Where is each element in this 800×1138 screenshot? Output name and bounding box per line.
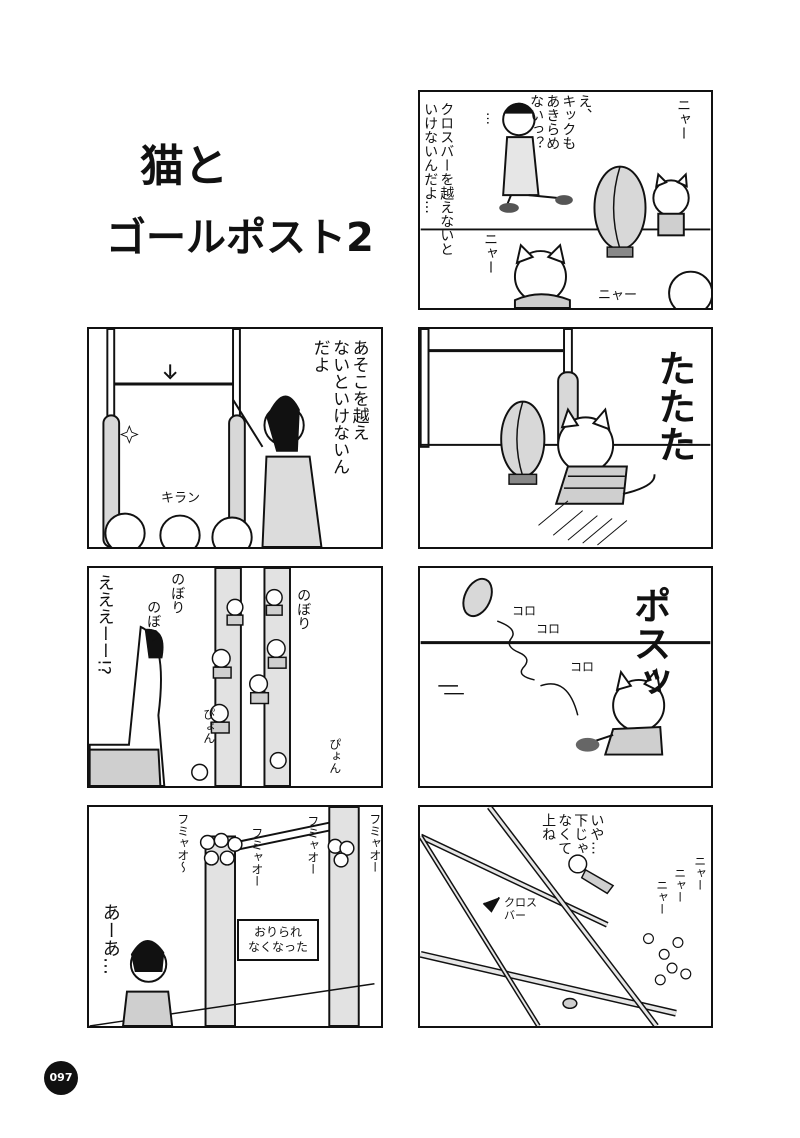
- panel-7-label: クロスバー: [504, 896, 537, 922]
- panel-5: ポスッ コロ コロ コロ: [418, 566, 713, 788]
- panel-2-sparkle-text: キラン: [161, 491, 201, 506]
- panel-4-climb-1: のぼり: [169, 572, 186, 614]
- panel-2: あそこを越え ないといけないん だよ キラン: [87, 327, 383, 549]
- panel-3: たたた: [418, 327, 713, 549]
- chapter-title-line2: ゴールポスト2: [106, 215, 374, 261]
- panel-6-cry-1: フミャオー: [249, 827, 264, 887]
- panel-7: いや… 下じゃ なくて 上ね ニャー ニャー ニャー クロスバー: [418, 805, 713, 1028]
- panel-2-bubble-text: あそこを越え ないといけないん だよ: [309, 339, 369, 475]
- panel-1-art: [420, 102, 711, 308]
- chapter-title-line1: 猫と: [140, 141, 228, 192]
- panel-4-exclaim: えええーー!?: [93, 574, 114, 675]
- page-number: 097: [44, 1061, 78, 1095]
- panel-4-hop-1: ぴょん: [201, 708, 216, 744]
- panel-7-meow-1: ニャー: [692, 855, 707, 891]
- panel-1-bubble-text: え、 キックも あきらめ ないっ？: [528, 94, 593, 150]
- panel-7-bubble-text: いや… 下じゃ なくて 上ね: [540, 813, 605, 855]
- panel-6: フミャオー フミャオー フミャオ〜 フミャオー おりられなくなった あーあ…: [87, 805, 383, 1028]
- panel-4: のぼり のぼり のぼり ぴょん ぴょん えええーー!?: [87, 566, 383, 788]
- panel-7-meow-3: ニャー: [654, 879, 669, 915]
- panel-1-meow-3: ニャー: [598, 288, 638, 303]
- panel-1-meow-1: ニャー: [675, 98, 692, 140]
- panel-6-cry-3: フミャオ〜: [175, 813, 190, 873]
- panel-2-art: [102, 329, 323, 547]
- panel-4-climb-2: のぼり: [145, 600, 162, 642]
- panel-3-sfx: たたた: [652, 349, 696, 463]
- panel-1: え、 キックも あきらめ ないっ？ … クロスバーを越えないと いけないんだよ……: [418, 90, 713, 310]
- panel-5-roll-1: コロ: [512, 604, 537, 618]
- panel-6-cry-2: フミャオー: [305, 815, 320, 875]
- panel-6-art: [89, 807, 375, 1026]
- panel-7-meow-2: ニャー: [672, 867, 687, 903]
- panel-1-dots: …: [482, 112, 498, 125]
- panel-5-sfx: ポスッ: [627, 586, 671, 700]
- panel-4-climb-3: のぼり: [295, 588, 312, 630]
- panel-3-art: [420, 329, 711, 546]
- panel-5-roll-2: コロ: [536, 622, 561, 636]
- panel-4-art: [89, 568, 291, 786]
- panel-1-meow-2: ニャー: [482, 232, 499, 274]
- panel-4-hop-2: ぴょん: [327, 738, 342, 774]
- panel-6-sigh: あーあ…: [99, 903, 121, 975]
- panel-6-cry-4: フミャオー: [367, 813, 382, 873]
- panel-5-roll-3: コロ: [570, 660, 595, 674]
- panel-6-sign: おりられなくなった: [237, 919, 319, 961]
- panel-7-art: [420, 807, 692, 1026]
- panel-5-art: [420, 577, 711, 756]
- panel-1-narration: クロスバーを越えないと いけないんだよ…: [422, 102, 455, 256]
